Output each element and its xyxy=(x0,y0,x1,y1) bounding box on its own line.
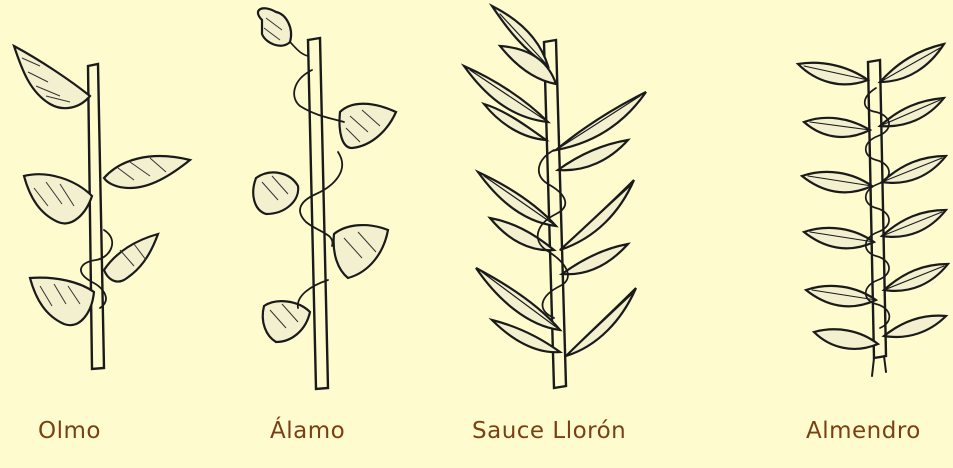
label-alamo: Álamo xyxy=(270,418,345,444)
poplar-branch-icon xyxy=(253,8,396,389)
elm-branch-icon xyxy=(14,46,190,369)
almond-branch-icon xyxy=(798,44,948,376)
label-sauce-lloron: Sauce Llorón xyxy=(472,418,626,444)
label-almendro: Almendro xyxy=(806,418,921,444)
label-olmo: Olmo xyxy=(38,418,101,444)
weeping-willow-branch-icon xyxy=(464,6,646,388)
